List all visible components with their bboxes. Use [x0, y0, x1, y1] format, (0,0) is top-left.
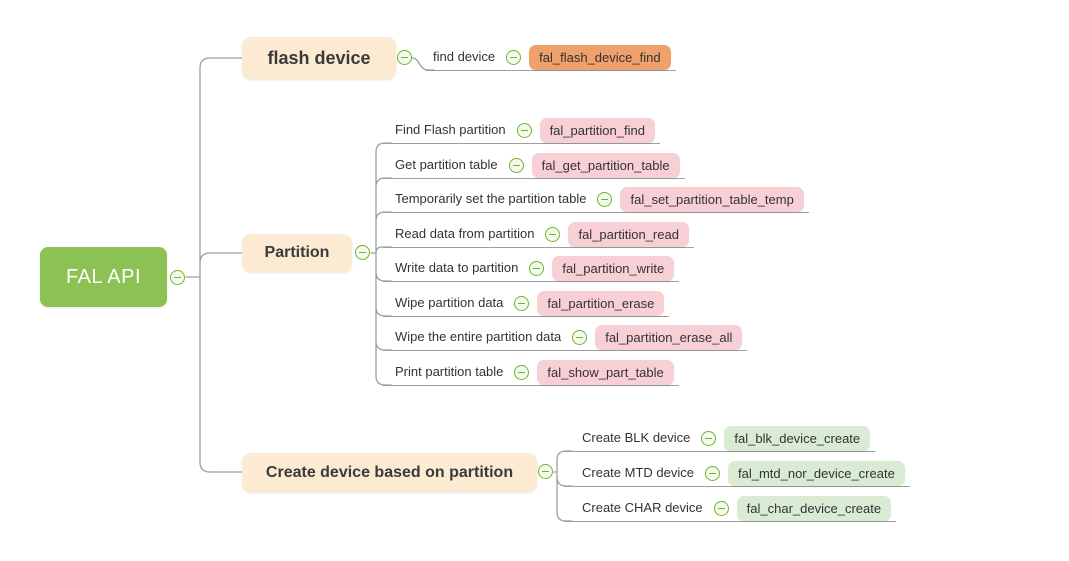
collapse-icon[interactable] — [701, 431, 717, 446]
collapse-icon[interactable] — [397, 50, 412, 65]
api-node[interactable]: fal_get_partition_table — [531, 153, 680, 178]
branch-node-create-device[interactable]: Create device based on partition — [242, 453, 537, 492]
collapse-icon[interactable] — [538, 464, 553, 479]
child-label: Wipe the entire partition data — [395, 329, 562, 344]
child-node-row[interactable]: Get partition table fal_get_partition_tab… — [383, 152, 685, 179]
child-node-row[interactable]: Create MTD device fal_mtd_nor_device_crea… — [564, 460, 910, 487]
child-node-row[interactable]: find device fal_flash_device_find — [426, 44, 676, 71]
collapse-icon[interactable] — [597, 192, 613, 207]
api-node[interactable]: fal_mtd_nor_device_create — [727, 461, 905, 486]
minus-glyph — [705, 438, 713, 439]
minus-glyph — [512, 165, 520, 166]
child-label: Create BLK device — [582, 430, 691, 445]
collapse-icon[interactable] — [355, 245, 370, 260]
child-label: Create CHAR device — [582, 500, 703, 515]
branch-node-flash-device[interactable]: flash device — [242, 37, 396, 79]
child-label: find device — [433, 49, 496, 64]
child-node-row[interactable]: Find Flash partition fal_partition_find — [383, 117, 660, 144]
collapse-icon[interactable] — [514, 296, 530, 311]
child-node-row[interactable]: Write data to partition fal_partition_wri… — [383, 255, 680, 282]
child-label: Write data to partition — [395, 260, 519, 275]
minus-glyph — [174, 277, 181, 278]
child-label: Temporarily set the partition table — [395, 191, 587, 206]
collapse-icon[interactable] — [506, 50, 522, 65]
api-node[interactable]: fal_partition_erase_all — [595, 325, 743, 350]
minus-glyph — [401, 57, 408, 58]
minus-glyph — [359, 252, 366, 253]
child-label: Create MTD device — [582, 465, 694, 480]
minus-glyph — [601, 199, 609, 200]
collapse-icon[interactable] — [170, 270, 185, 285]
child-label: Find Flash partition — [395, 122, 506, 137]
minus-glyph — [510, 57, 518, 58]
minus-glyph — [576, 337, 584, 338]
api-node[interactable]: fal_show_part_table — [537, 360, 674, 385]
child-label: Print partition table — [395, 364, 504, 379]
api-node[interactable]: fal_set_partition_table_temp — [620, 187, 804, 212]
minus-glyph — [717, 508, 725, 509]
minus-glyph — [542, 471, 549, 472]
api-node[interactable]: fal_partition_find — [539, 118, 655, 143]
child-node-row[interactable]: Create BLK device fal_blk_device_create — [564, 425, 876, 452]
collapse-icon[interactable] — [704, 466, 720, 481]
minus-glyph — [708, 473, 716, 474]
api-node[interactable]: fal_partition_write — [552, 256, 675, 281]
child-node-row[interactable]: Create CHAR device fal_char_device_create — [564, 495, 897, 522]
minus-glyph — [549, 234, 557, 235]
minus-glyph — [518, 303, 526, 304]
child-node-row[interactable]: Wipe partition data fal_partition_erase — [383, 290, 670, 317]
api-node[interactable]: fal_partition_read — [568, 222, 689, 247]
child-node-row[interactable]: Read data from partition fal_partition_re… — [383, 221, 694, 248]
minus-glyph — [533, 268, 541, 269]
minus-glyph — [520, 130, 528, 131]
collapse-icon[interactable] — [508, 158, 524, 173]
collapse-icon[interactable] — [572, 330, 588, 345]
child-node-row[interactable]: Wipe the entire partition data fal_partit… — [383, 324, 748, 351]
collapse-icon[interactable] — [529, 261, 545, 276]
root-node[interactable]: FAL API — [40, 247, 167, 307]
minus-glyph — [518, 372, 526, 373]
child-node-row[interactable]: Print partition table fal_show_part_table — [383, 359, 679, 386]
child-label: Get partition table — [395, 157, 498, 172]
api-node[interactable]: fal_char_device_create — [736, 496, 892, 521]
collapse-icon[interactable] — [713, 501, 729, 516]
child-node-row[interactable]: Temporarily set the partition table fal_s… — [383, 186, 809, 213]
child-label: Wipe partition data — [395, 295, 504, 310]
child-label: Read data from partition — [395, 226, 535, 241]
api-node[interactable]: fal_flash_device_find — [529, 45, 671, 70]
branch-node-partition[interactable]: Partition — [242, 234, 352, 272]
api-node[interactable]: fal_blk_device_create — [724, 426, 871, 451]
collapse-icon[interactable] — [514, 365, 530, 380]
api-node[interactable]: fal_partition_erase — [537, 291, 665, 316]
collapse-icon[interactable] — [516, 123, 532, 138]
collapse-icon[interactable] — [545, 227, 561, 242]
